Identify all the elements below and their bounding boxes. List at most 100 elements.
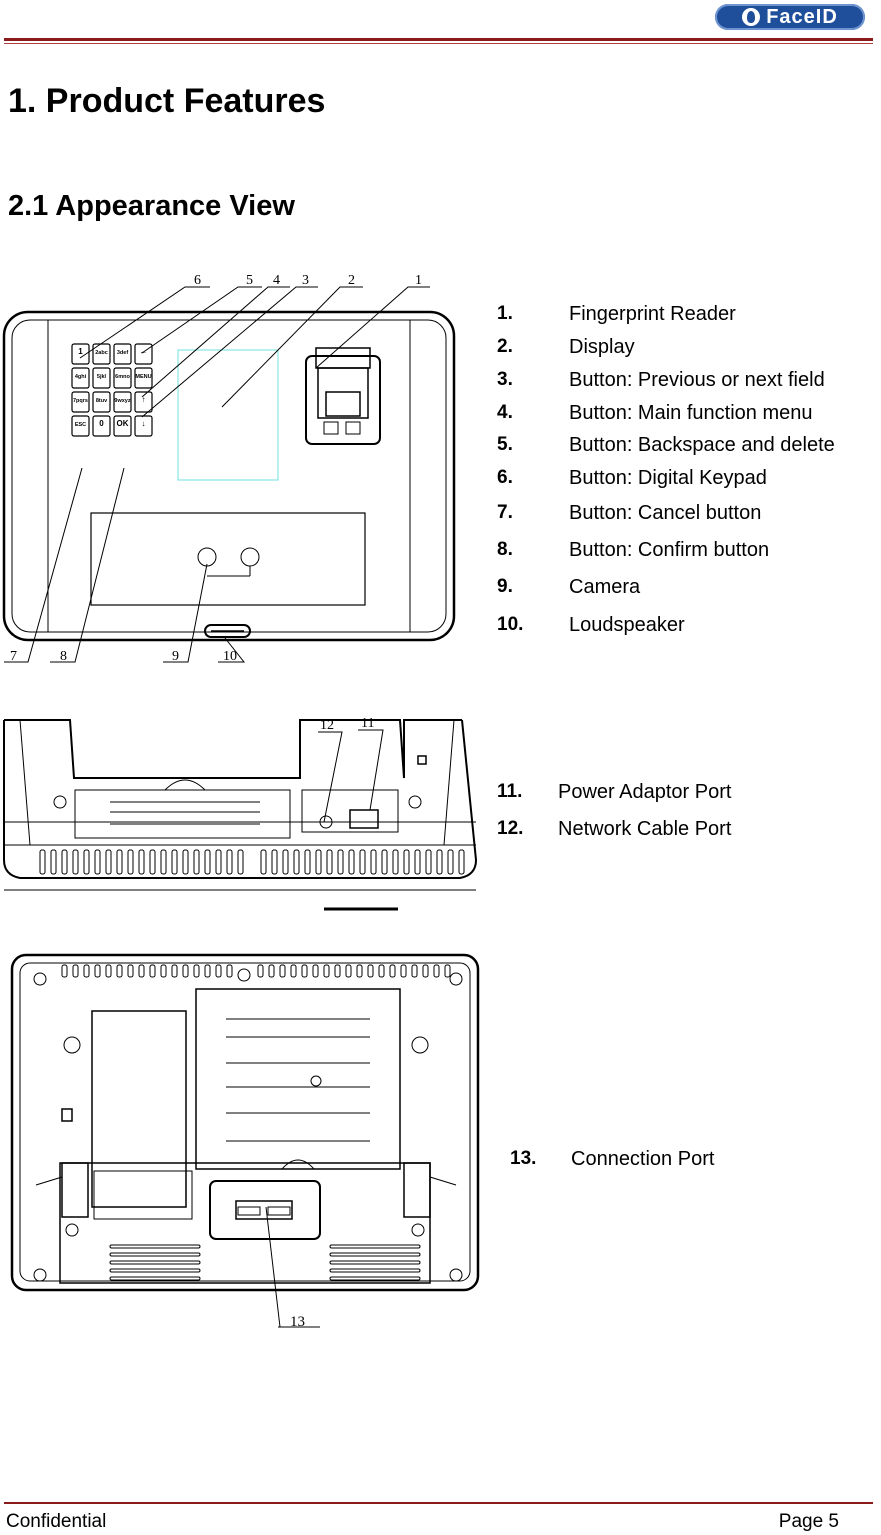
keypad-key — [113, 343, 132, 365]
vent-slot — [282, 849, 289, 875]
vent-slot — [389, 964, 396, 978]
vent-slot — [301, 964, 308, 978]
bottom-callouts: 12 11 — [320, 716, 374, 733]
callout-10: 10 — [223, 649, 237, 664]
callout-5: 5 — [246, 273, 253, 288]
vent-slot — [433, 964, 440, 978]
vent-slot — [315, 849, 322, 875]
vent-slot — [329, 1252, 421, 1257]
vent-slot — [127, 849, 134, 875]
keypad-key-label: 0 — [99, 419, 104, 428]
brand-name: FaceID — [766, 5, 838, 28]
callout-1: 1 — [415, 273, 422, 288]
vent-slot — [436, 849, 443, 875]
keypad-key — [134, 367, 153, 389]
keypad-key — [134, 391, 153, 413]
vent-slot — [367, 964, 374, 978]
keypad-key-label: 4ghi — [75, 374, 87, 380]
vent-slot — [72, 964, 79, 978]
vent-slot — [337, 849, 344, 875]
vent-slot — [403, 849, 410, 875]
face-logo-icon — [742, 8, 761, 26]
keypad-key — [134, 343, 153, 365]
vent-slot — [329, 1268, 421, 1273]
keypad-key-label: ↑ — [142, 395, 146, 404]
vent-slot — [329, 1244, 421, 1249]
vent-slot — [127, 964, 134, 978]
vent-slot — [257, 964, 264, 978]
vent-slot — [109, 1252, 201, 1257]
vent-slot — [400, 964, 407, 978]
vent-slot — [109, 1260, 201, 1265]
callout-3: 3 — [302, 273, 309, 288]
keypad-key — [113, 367, 132, 389]
keypad-key-label: 8tuv — [96, 398, 108, 404]
vent-slot — [359, 849, 366, 875]
vent-slot — [149, 849, 156, 875]
keypad-key — [71, 343, 90, 365]
callout-6: 6 — [194, 273, 201, 288]
vent-slot — [370, 849, 377, 875]
footer-page-number: Page 5 — [778, 1511, 839, 1532]
callout-8: 8 — [60, 649, 67, 664]
faceid-logo: FaceID — [715, 4, 865, 30]
callout-11: 11 — [361, 716, 374, 731]
vent-slot — [392, 849, 399, 875]
vent-slot — [215, 849, 222, 875]
front-callouts: 6 5 4 3 2 1 7 8 9 10 — [10, 273, 422, 664]
vent-slot — [260, 849, 267, 875]
subsection-title: 2.1 Appearance View — [8, 190, 295, 222]
vent-slot — [204, 964, 211, 978]
keypad-key-label: 9wxyz — [114, 398, 130, 404]
vent-slot — [39, 849, 46, 875]
keypad-key — [71, 415, 90, 437]
keypad-key — [92, 367, 111, 389]
vent-slot — [182, 964, 189, 978]
vent-slot — [279, 964, 286, 978]
vent-slot — [72, 849, 79, 875]
vent-slot — [444, 964, 451, 978]
vent-slot — [94, 849, 101, 875]
keypad-key — [113, 391, 132, 413]
vent-slot — [334, 964, 341, 978]
keypad-key-label: 7pqrs — [73, 398, 88, 404]
vent-slot — [304, 849, 311, 875]
vent-slot — [411, 964, 418, 978]
callout-12: 12 — [320, 718, 334, 733]
vent-slot — [61, 964, 68, 978]
vent-slot — [345, 964, 352, 978]
vent-slot — [138, 849, 145, 875]
vent-slot — [193, 964, 200, 978]
vent-slot — [105, 964, 112, 978]
vent-slot — [215, 964, 222, 978]
vent-slot — [356, 964, 363, 978]
keypad-key-label: ↓ — [142, 419, 146, 428]
vent-slot — [458, 849, 465, 875]
vent-slot — [182, 849, 189, 875]
header-rule — [4, 38, 873, 41]
keypad-key-label: 6mno — [115, 374, 130, 380]
vent-slot — [94, 964, 101, 978]
back-callouts: 13 — [290, 1314, 305, 1330]
vent-slot — [109, 1276, 201, 1281]
callout-4: 4 — [273, 273, 280, 288]
vent-slot — [149, 964, 156, 978]
vent-slot — [116, 849, 123, 875]
header-rule-thin — [4, 43, 873, 44]
callout-7: 7 — [10, 649, 17, 664]
vent-slot — [329, 1276, 421, 1281]
vent-slot — [171, 964, 178, 978]
vent-slot — [204, 849, 211, 875]
vent-slot — [447, 849, 454, 875]
vent-slot — [116, 964, 123, 978]
keypad-key — [71, 367, 90, 389]
vent-slot — [422, 964, 429, 978]
vent-slot — [193, 849, 200, 875]
back-view-figure: 13 — [10, 953, 480, 1330]
vent-slot — [271, 849, 278, 875]
keypad-key-label: 2abc — [95, 350, 108, 356]
vent-slot — [312, 964, 319, 978]
vent-slot — [50, 849, 57, 875]
